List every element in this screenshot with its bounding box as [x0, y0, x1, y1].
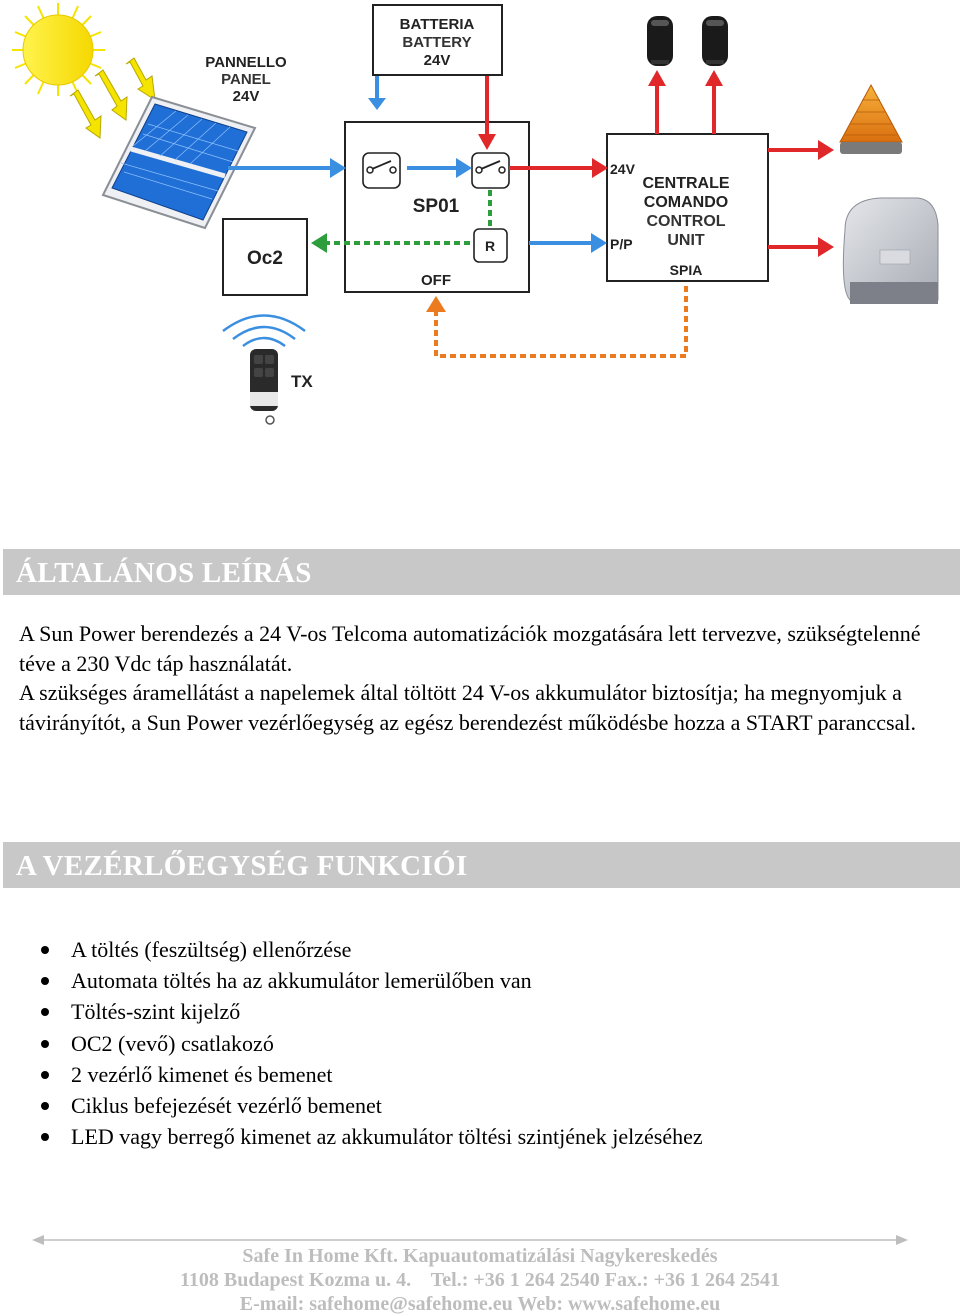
feature-text: LED vagy berregő kimenet az akkumulátor … — [71, 1124, 703, 1150]
panel-label-voltage: 24V — [233, 88, 260, 105]
footer-address: 1108 Budapest Kozma u. 4. Tel.: +36 1 26… — [179, 1269, 781, 1291]
control-label-2: COMANDO — [644, 194, 728, 211]
feature-text: A töltés (feszültség) ellenőrzése — [71, 937, 352, 962]
battery-label-it: BATTERIA — [400, 16, 475, 33]
spia-label: SPIA — [670, 262, 703, 278]
footer-company: Safe In Home Kft. Kapuautomatizálási Nag… — [242, 1245, 718, 1267]
oc2-box — [222, 218, 308, 296]
feature-item: LED vagy berregő kimenet az akkumulátor … — [0, 1121, 900, 1152]
bullet-icon — [41, 1008, 49, 1017]
feature-item: Automata töltés ha az akkumulátor lemerü… — [0, 965, 900, 996]
off-label: OFF — [421, 272, 451, 289]
intro-text: A Sun Power berendezés a 24 V-os Telcoma… — [19, 619, 949, 737]
red-wires — [478, 70, 834, 257]
feature-item: Töltés-szint kijelző — [0, 996, 900, 1027]
green-arrow — [311, 233, 327, 253]
control-label-4: UNIT — [667, 232, 705, 249]
feature-text: 2 vezérlő kimenet és bemenet — [71, 1061, 333, 1087]
battery-label-voltage: 24V — [424, 52, 451, 69]
relay-label: R — [485, 238, 495, 254]
remote-control-icon — [222, 314, 306, 425]
orange-arrow — [426, 296, 446, 312]
control-label-3: CONTROL — [646, 213, 725, 230]
feature-list: A töltés (feszültség) ellenőrzése Automa… — [0, 934, 900, 1152]
green-wires — [324, 190, 492, 245]
intro-paragraph: A szükséges áramellátást a napelemek ált… — [19, 680, 916, 735]
relay-box — [473, 228, 508, 263]
bullet-icon — [41, 977, 49, 986]
bullet-icon — [41, 1102, 49, 1111]
bullet-icon — [41, 946, 49, 954]
feature-item: A töltés (feszültség) ellenőrzése — [0, 934, 900, 965]
feature-item: 2 vezérlő kimenet és bemenet — [0, 1059, 900, 1090]
section-heading-functions: A VEZÉRLŐEGYSÉG FUNKCIÓI — [3, 842, 960, 888]
switch-icon — [471, 152, 510, 189]
footer-contact: E-mail: safehome@safehome.eu Web: www.sa… — [239, 1293, 721, 1315]
feature-text: Ciklus befejezését vezérlő bemenet — [71, 1093, 382, 1119]
gate-motor-icon — [842, 197, 939, 304]
battery-box — [372, 4, 503, 76]
bullet-icon — [41, 1070, 49, 1079]
feature-item: OC2 (vevő) csatlakozó — [0, 1028, 900, 1059]
control-unit-box — [606, 133, 769, 282]
feature-text: OC2 (vevő) csatlakozó — [71, 1030, 274, 1056]
panel-label-it: PANNELLO — [205, 54, 287, 71]
footer-divider — [32, 1235, 908, 1245]
tx-label: TX — [291, 372, 313, 391]
solar-panel-icon — [101, 95, 257, 230]
oc2-label: Oc2 — [247, 248, 283, 269]
photocell-icon — [702, 16, 728, 66]
section-heading-general: ÁLTALÁNOS LEÍRÁS — [3, 549, 960, 595]
sun-icon — [12, 3, 105, 96]
control-pp-label: P/P — [610, 236, 633, 252]
sp01-label: SP01 — [413, 196, 460, 217]
orange-wire — [434, 282, 688, 358]
intro-paragraph: A Sun Power berendezés a 24 V-os Telcoma… — [19, 621, 921, 676]
feature-text: Automata töltés ha az akkumulátor lemerü… — [71, 968, 532, 994]
panel-label-en: PANEL — [221, 71, 271, 88]
photocell-icon — [647, 16, 673, 66]
control-label-1: CENTRALE — [642, 175, 729, 192]
wiring-diagram: BATTERIA BATTERY 24V PANNELLO PANEL 24V … — [12, 3, 939, 425]
feature-item: Ciklus befejezését vezérlő bemenet — [0, 1090, 900, 1121]
feature-text: Töltés-szint kijelző — [71, 999, 241, 1025]
bullet-icon — [41, 1039, 49, 1048]
switch-icon — [362, 152, 401, 189]
control-24v-label: 24V — [610, 161, 636, 177]
battery-label-en: BATTERY — [402, 34, 471, 51]
flashing-lamp-icon — [839, 83, 903, 154]
sp01-box — [344, 121, 530, 293]
bullet-icon — [41, 1133, 49, 1142]
